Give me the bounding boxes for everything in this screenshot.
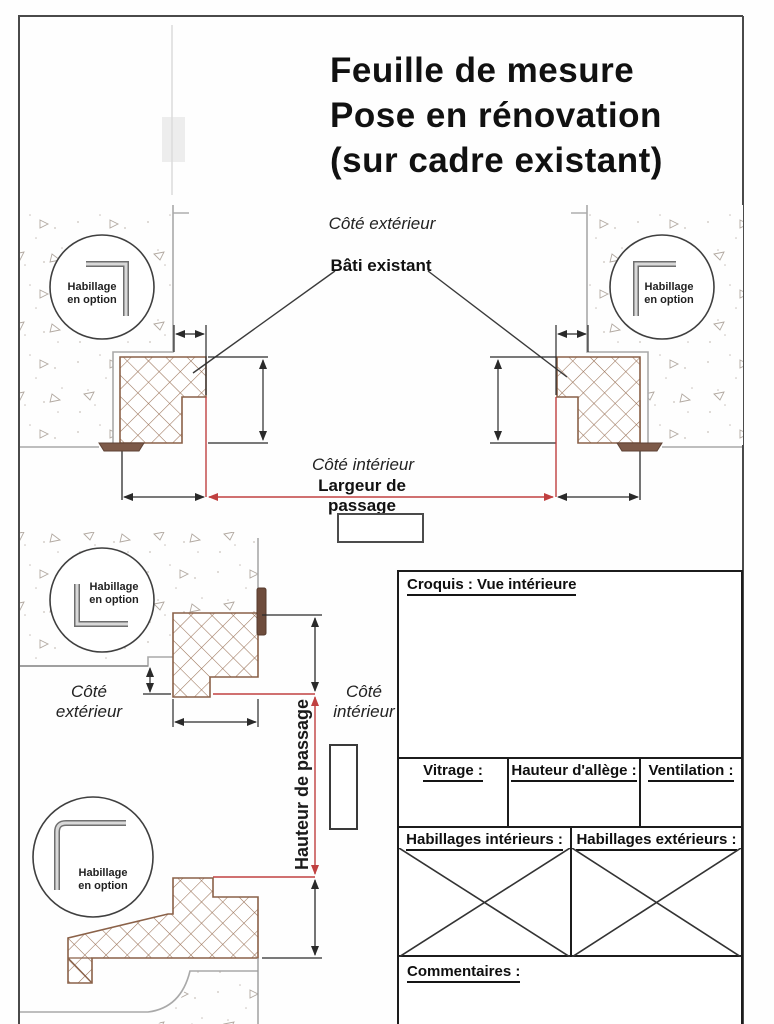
ventilation-header: Ventilation : bbox=[641, 762, 741, 782]
croquis-sketch-area[interactable]: Croquis : Vue intérieure bbox=[399, 572, 741, 759]
hauteur-allege-cell[interactable]: Hauteur d'allège : bbox=[507, 759, 639, 826]
habillages-row: Habillages intérieurs : Habillages extér… bbox=[399, 828, 741, 957]
bati-existant-label: Bâti existant bbox=[330, 256, 432, 275]
largeur-measurement-box[interactable] bbox=[337, 513, 424, 543]
habillage-option-callout-top-left bbox=[49, 234, 155, 340]
plan-left-existing-frame bbox=[98, 356, 207, 500]
title-line-1: Feuille de mesure bbox=[330, 51, 635, 90]
scan-ghost-marks bbox=[162, 25, 185, 195]
habillages-interieurs-cell[interactable]: Habillages intérieurs : bbox=[399, 828, 570, 955]
measurement-form: Croquis : Vue intérieure Vitrage : Haute… bbox=[397, 570, 743, 1024]
hauteur-de-passage-label: Hauteur de passage bbox=[292, 698, 312, 870]
plan-frame-dimensions bbox=[173, 325, 589, 444]
habillage-note-top-right: Habillage en option bbox=[644, 281, 694, 306]
crossed-out-box-icon bbox=[572, 848, 741, 957]
largeur-de-passage-label: Largeur de passage bbox=[318, 476, 406, 515]
cote-exterieur-label-section: Côté extérieur bbox=[55, 682, 123, 721]
section-head-dimensions bbox=[143, 667, 259, 727]
commentaires-area[interactable]: Commentaires : bbox=[399, 957, 741, 986]
vitrage-cell[interactable]: Vitrage : bbox=[399, 759, 507, 826]
sheet-title: Feuille de mesure Pose en rénovation (su… bbox=[330, 48, 750, 183]
habillages-exterieurs-cell[interactable]: Habillages extérieurs : bbox=[570, 828, 741, 955]
section-sill-frame bbox=[67, 877, 259, 984]
section-head-frame bbox=[172, 587, 267, 698]
hauteur-measurement-box[interactable] bbox=[329, 744, 358, 830]
hauteur-de-passage-dimension bbox=[213, 614, 322, 959]
habillage-note-head: Habillage en option bbox=[89, 581, 139, 606]
largeur-de-passage-dimension bbox=[123, 397, 639, 501]
title-line-2: Pose en rénovation bbox=[330, 96, 662, 135]
ventilation-cell[interactable]: Ventilation : bbox=[639, 759, 741, 826]
crossed-out-box-icon bbox=[399, 848, 570, 957]
habillage-note-top-left: Habillage en option bbox=[67, 281, 117, 306]
plan-right-existing-frame bbox=[556, 356, 663, 500]
corner-trim-icon bbox=[74, 584, 128, 627]
vitrage-header: Vitrage : bbox=[399, 762, 507, 782]
habillage-option-callout-top-right bbox=[609, 234, 715, 340]
rounded-corner-trim-icon bbox=[54, 820, 126, 890]
bati-existant-leader-lines bbox=[192, 270, 568, 378]
commentaires-header: Commentaires : bbox=[407, 963, 733, 983]
cote-interieur-label-plan: Côté intérieur bbox=[311, 455, 415, 474]
corner-trim-icon bbox=[86, 261, 129, 316]
corner-trim-icon bbox=[633, 261, 676, 316]
croquis-header: Croquis : Vue intérieure bbox=[407, 576, 733, 596]
habillage-option-callout-sill bbox=[32, 796, 154, 918]
habillage-option-callout-head bbox=[49, 547, 155, 653]
habillage-note-sill: Habillage en option bbox=[78, 867, 128, 892]
habillages-interieurs-header: Habillages intérieurs : bbox=[399, 831, 570, 851]
title-line-3: (sur cadre existant) bbox=[330, 141, 663, 180]
cote-exterieur-label-plan: Côté extérieur bbox=[328, 214, 436, 233]
options-row: Vitrage : Hauteur d'allège : Ventilation… bbox=[399, 759, 741, 828]
hauteur-allege-header: Hauteur d'allège : bbox=[509, 762, 639, 782]
cote-interieur-label-section: Côté intérieur bbox=[333, 682, 395, 721]
section-sill-wall bbox=[20, 958, 259, 1024]
page-border bbox=[18, 15, 744, 1024]
habillages-exterieurs-header: Habillages extérieurs : bbox=[572, 831, 741, 851]
